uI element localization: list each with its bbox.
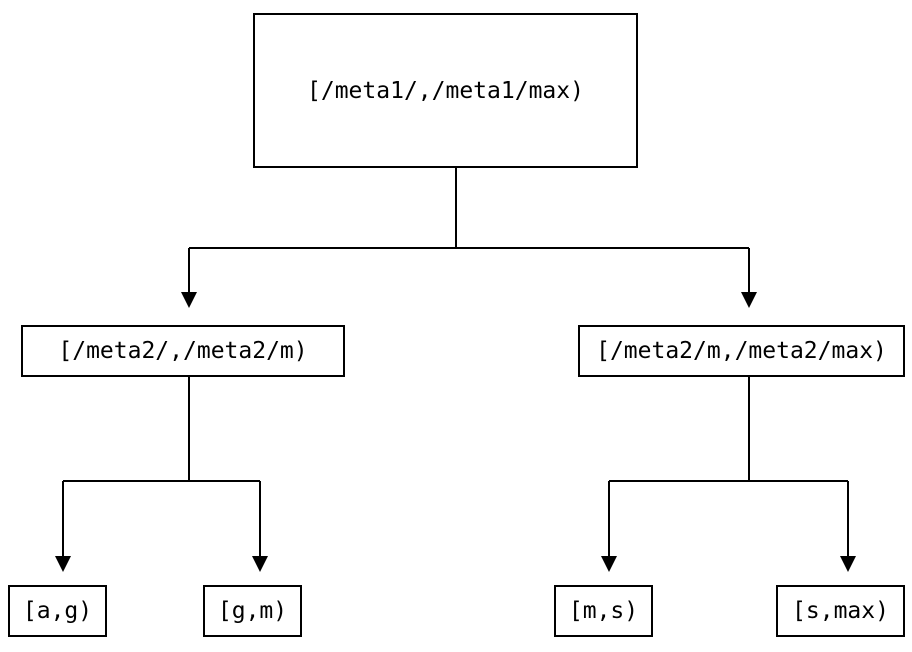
node-leaf-m-s: [m,s): [554, 585, 653, 637]
arrowhead-down-icon: [741, 292, 757, 308]
arrowhead-down-icon: [252, 556, 268, 572]
arrowhead-down-icon: [181, 292, 197, 308]
arrowhead-down-icon: [840, 556, 856, 572]
node-label: [/meta1/,/meta1/max): [307, 77, 584, 104]
node-label: [/meta2/,/meta2/m): [58, 338, 308, 364]
node-leaf-g-m: [g,m): [203, 585, 302, 637]
node-label: [g,m): [217, 598, 288, 624]
node-label: [s,max): [792, 598, 889, 624]
arrowhead-down-icon: [55, 556, 71, 572]
node-label: [/meta2/m,/meta2/max): [596, 338, 887, 364]
arrowhead-down-icon: [601, 556, 617, 572]
node-meta2-upper-range: [/meta2/m,/meta2/max): [578, 325, 905, 377]
node-meta1-range: [/meta1/,/meta1/max): [253, 13, 638, 168]
node-leaf-a-g: [a,g): [8, 585, 107, 637]
node-label: [m,s): [568, 598, 639, 624]
node-label: [a,g): [22, 598, 93, 624]
node-leaf-s-max: [s,max): [776, 585, 905, 637]
node-meta2-lower-range: [/meta2/,/meta2/m): [21, 325, 345, 377]
